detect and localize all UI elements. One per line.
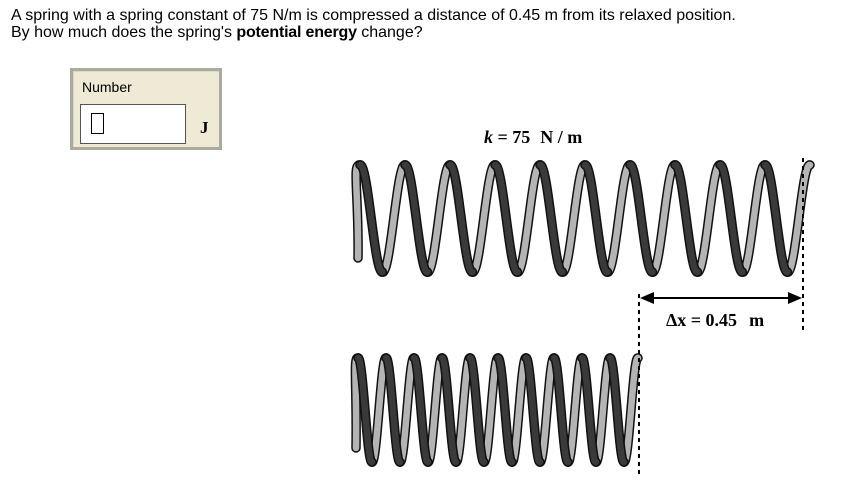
dx-unit: m [749, 310, 764, 330]
dx-value: = 0.45 [686, 310, 737, 330]
number-label: Number [82, 79, 132, 95]
displacement-arrow [640, 292, 802, 304]
spring-coil-front [466, 354, 488, 466]
spring-coil-front [401, 161, 431, 276]
compressed-spring [350, 353, 643, 467]
relaxed-spring [351, 160, 815, 277]
spring-coil-front [356, 161, 386, 276]
question-line-2-prefix: By how much does the spring's [11, 24, 237, 41]
spring-coil-back [649, 161, 679, 276]
spring-coil-front [761, 161, 791, 276]
spring-coil-front [354, 354, 376, 466]
spring-coil-front [578, 354, 600, 466]
spring-coil-back [379, 161, 409, 276]
question-line-1: A spring with a spring constant of 75 N/… [11, 7, 736, 24]
spring-coil-back [559, 161, 589, 276]
spring-coil-front [491, 161, 521, 276]
spring-coil-front [626, 161, 656, 276]
spring-coil-back [514, 161, 544, 276]
spring-coil-front [410, 354, 432, 466]
spring-coil-front [522, 354, 544, 466]
spring-coil-front [550, 354, 572, 466]
dx-symbol: Δx [666, 310, 686, 330]
spring-coil-back [424, 161, 454, 276]
question-emphasis: potential energy [236, 24, 357, 41]
spring-coil-front [581, 161, 611, 276]
question-line-2: By how much does the spring's potential … [11, 24, 841, 41]
question-line-2-suffix: change? [356, 24, 423, 41]
spring-coil-front [536, 161, 566, 276]
spring-coil-back [694, 161, 724, 276]
unit-label: J [200, 118, 209, 137]
spring-coil-front [382, 354, 404, 466]
spring-coil-front [438, 354, 460, 466]
k-value: = 75 [493, 127, 530, 147]
spring-coil-back [784, 161, 814, 276]
spring-coil-back [604, 161, 634, 276]
k-symbol: k [484, 127, 493, 147]
question-text: A spring with a spring constant of 75 N/… [11, 7, 841, 41]
spring-coil-front [446, 161, 476, 276]
spring-coil-front [606, 354, 628, 466]
spring-constant-label: k = 75 N / m [484, 127, 582, 147]
spring-coil-front [671, 161, 701, 276]
spring-coil-front [716, 161, 746, 276]
spring-coil-back [469, 161, 499, 276]
spring-coil-back [739, 161, 769, 276]
displacement-label: Δx = 0.45 m [666, 310, 764, 330]
k-unit: N / m [540, 127, 582, 147]
spring-coil-front [494, 354, 516, 466]
